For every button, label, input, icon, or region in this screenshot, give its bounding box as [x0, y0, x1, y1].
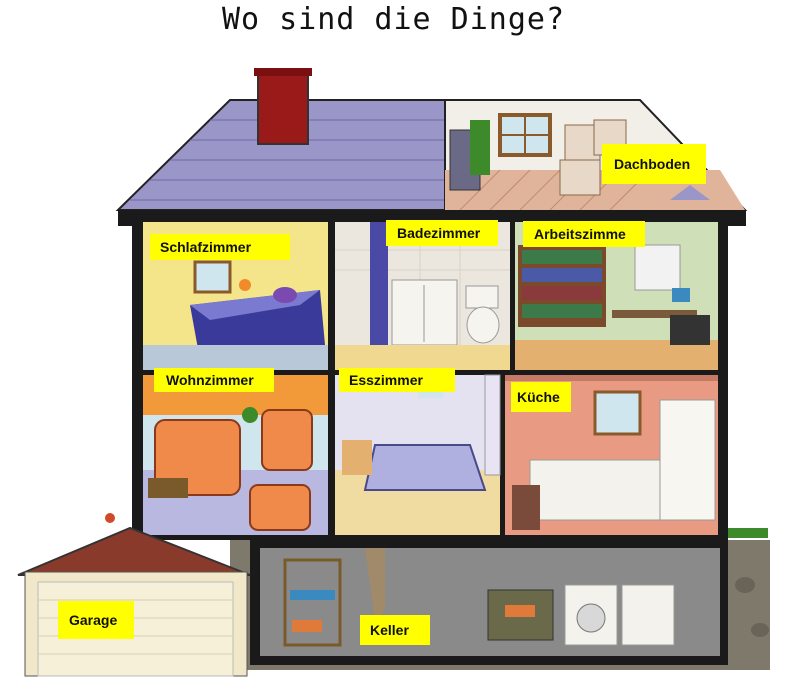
grass-right [728, 528, 768, 538]
label-dachboden: Dachboden [602, 144, 706, 184]
chimney [257, 69, 309, 145]
label-schlafzimmer: Schlafzimmer [150, 234, 290, 260]
page-title: Wo sind die Dinge? [221, 2, 566, 37]
label-esszimmer: Esszimmer [339, 368, 455, 392]
label-keller: Keller [360, 615, 430, 645]
label-kueche: Küche [511, 382, 571, 412]
label-wohnzimmer: Wohnzimmer [154, 368, 274, 392]
label-garage: Garage [58, 601, 134, 639]
label-arbeitszimmer: Arbeitszimme [523, 221, 645, 247]
label-badezimmer: Badezimmer [386, 220, 498, 246]
